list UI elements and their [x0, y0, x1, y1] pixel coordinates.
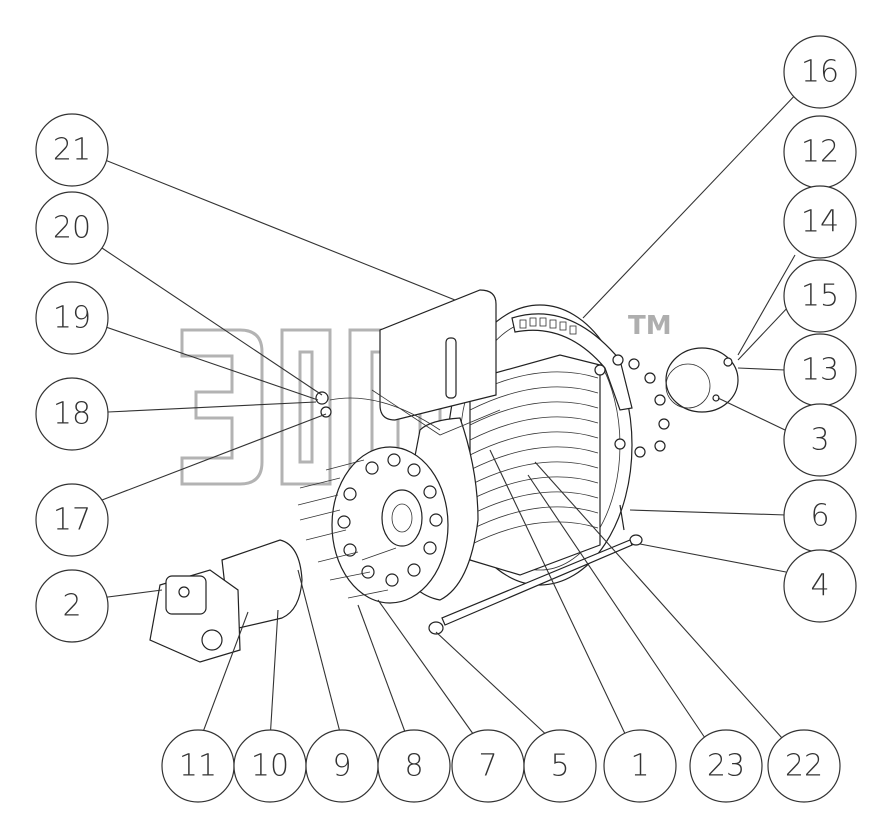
callout-label: 13: [801, 353, 839, 388]
callout-3: 3: [783, 403, 857, 477]
callout-label: 8: [404, 749, 423, 784]
callout-23: 23: [689, 729, 763, 803]
callout-21: 21: [35, 113, 109, 187]
callout-8: 8: [377, 729, 451, 803]
callout-6: 6: [783, 479, 857, 553]
leader-lines: [99, 89, 801, 741]
callout-7: 7: [451, 729, 525, 803]
callout-14: 14: [783, 185, 857, 259]
callout-4: 4: [783, 549, 857, 623]
callout-label: 2: [62, 589, 81, 624]
callout-label: 14: [801, 205, 839, 240]
callout-label: 6: [810, 499, 829, 534]
callout-label: 22: [785, 749, 823, 784]
callout-label: 3: [810, 423, 829, 458]
callout-19: 19: [35, 281, 109, 355]
callout-label: 9: [332, 749, 351, 784]
end-cover-parts: [428, 347, 739, 635]
callout-label: 21: [53, 133, 91, 168]
callout-22: 22: [767, 729, 841, 803]
hose-fittings: [315, 391, 441, 431]
bolt-ring: [297, 446, 449, 604]
callout-1: 1: [603, 729, 677, 803]
callout-5: 5: [523, 729, 597, 803]
callout-20: 20: [35, 191, 109, 265]
callout-11: 11: [161, 729, 235, 803]
callout-15: 15: [783, 259, 857, 333]
hydraulic-motor: [149, 539, 303, 663]
callout-9: 9: [305, 729, 379, 803]
callout-10: 10: [233, 729, 307, 803]
valve-block: [371, 289, 501, 436]
callout-label: 15: [801, 279, 839, 314]
callout-label: 5: [550, 749, 569, 784]
callout-label: 17: [53, 503, 91, 538]
callout-17: 17: [35, 483, 109, 557]
callout-13: 13: [783, 333, 857, 407]
callout-label: 4: [810, 569, 829, 604]
callout-label: 1: [630, 749, 649, 784]
callout-label: 16: [801, 55, 839, 90]
callout-label: 23: [707, 749, 745, 784]
callout-label: 20: [53, 211, 91, 246]
callout-label: 11: [179, 749, 217, 784]
callout-label: 12: [801, 135, 839, 170]
callout-2: 2: [35, 569, 109, 643]
callout-label: 18: [53, 397, 91, 432]
watermark-tm: TM: [628, 311, 672, 341]
callout-16: 16: [783, 35, 857, 109]
callout-label: 10: [251, 749, 289, 784]
callout-12: 12: [783, 115, 857, 189]
callout-label: 7: [478, 749, 497, 784]
callout-label: 19: [53, 301, 91, 336]
callout-18: 18: [35, 377, 109, 451]
